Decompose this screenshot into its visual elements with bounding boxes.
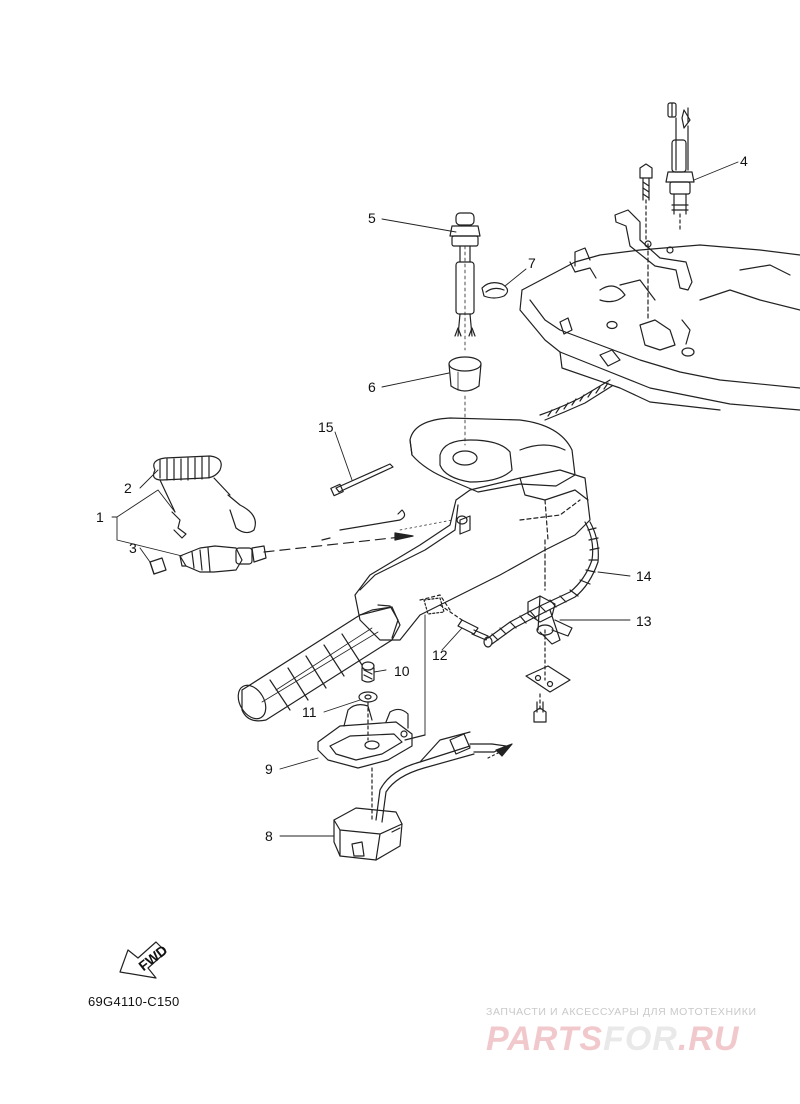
- switch-mount-screw: [639, 163, 653, 241]
- tiller-arm: [354, 469, 591, 741]
- callout-14: 14: [636, 568, 652, 584]
- callout-2: 2: [124, 480, 132, 496]
- callout-1: 1: [96, 509, 104, 525]
- callout-6: 6: [368, 379, 376, 395]
- throttle-cable: [539, 379, 613, 421]
- watermark-logo-right: .RU: [677, 1020, 740, 1058]
- bottom-cowling-section: [519, 244, 800, 411]
- twist-grip: [237, 604, 401, 722]
- wire-clip: [481, 282, 509, 299]
- cdi-unit: [333, 807, 403, 861]
- fwd-arrow-icon: FWD: [119, 941, 170, 979]
- tiller-screw: [439, 604, 489, 641]
- lanyard-cap: [149, 557, 167, 575]
- washer: [358, 691, 378, 741]
- diagram-part-code: 69G4110-C150: [88, 994, 180, 1009]
- callout-labels: 1 2 3 4 5 6 7 8 9 10 11 12 13 14 15: [96, 153, 748, 844]
- lanyard-guide-line: [263, 509, 453, 553]
- cdi-wiring: [375, 731, 513, 823]
- fixing-screw: [361, 661, 375, 683]
- callout-9: 9: [265, 761, 273, 777]
- watermark-logo-left: PARTS: [486, 1020, 604, 1058]
- callout-4: 4: [740, 153, 748, 169]
- cdi-holder: [317, 704, 413, 821]
- harness-clamp: [527, 595, 573, 681]
- steering-bracket: [409, 417, 576, 493]
- callout-3: 3: [129, 540, 137, 556]
- stop-switch-lanyard: [179, 545, 267, 573]
- watermark-logo-mid: FOR: [603, 1020, 678, 1058]
- callout-8: 8: [265, 828, 273, 844]
- switch-bracket: [614, 209, 693, 321]
- callout-11: 11: [302, 704, 317, 720]
- fwd-label: FWD: [135, 942, 170, 974]
- callout-7: 7: [528, 255, 536, 271]
- neutral-switch: [665, 102, 695, 233]
- callout-10: 10: [394, 663, 410, 679]
- callout-5: 5: [368, 210, 376, 226]
- watermark-logo: PARTSFOR.RU: [486, 1020, 739, 1059]
- lanyard-cord: [152, 455, 256, 539]
- clamp-plate: [525, 665, 571, 711]
- callout-12: 12: [432, 647, 448, 663]
- callout-15: 15: [318, 419, 334, 435]
- stop-switch: [449, 212, 481, 351]
- wire-harness: [483, 521, 600, 648]
- leader-lines: [111, 161, 739, 837]
- callout-13: 13: [636, 613, 652, 629]
- watermark-tagline: ЗАПЧАСТИ И АКСЕССУАРЫ ДЛЯ МОТОТЕХНИКИ: [486, 1006, 757, 1018]
- clamp-bolt: [533, 701, 547, 723]
- switch-collar: [448, 356, 482, 446]
- cable-tie: [330, 463, 394, 497]
